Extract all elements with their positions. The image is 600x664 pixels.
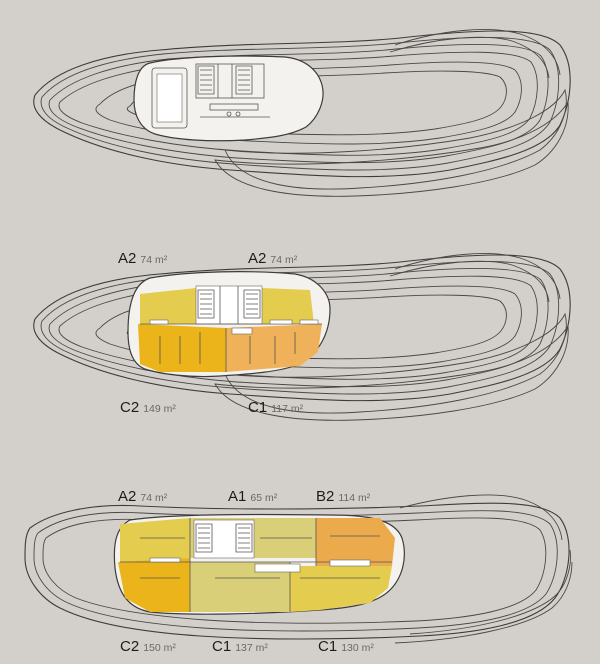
floor-plan-middle <box>33 252 571 421</box>
floor-plan-top <box>33 28 571 197</box>
pool-outline <box>151 67 188 129</box>
unit-C2 <box>138 324 226 372</box>
unit-A2-left <box>140 288 196 324</box>
unit-A2-right <box>262 288 314 324</box>
unit-C1-left <box>190 562 290 612</box>
unit-A2 <box>120 518 190 562</box>
unit-C1-right <box>290 566 392 612</box>
unit-C2 <box>118 558 190 612</box>
floor-plan-bottom <box>24 494 573 644</box>
unit-B2 <box>316 518 395 566</box>
